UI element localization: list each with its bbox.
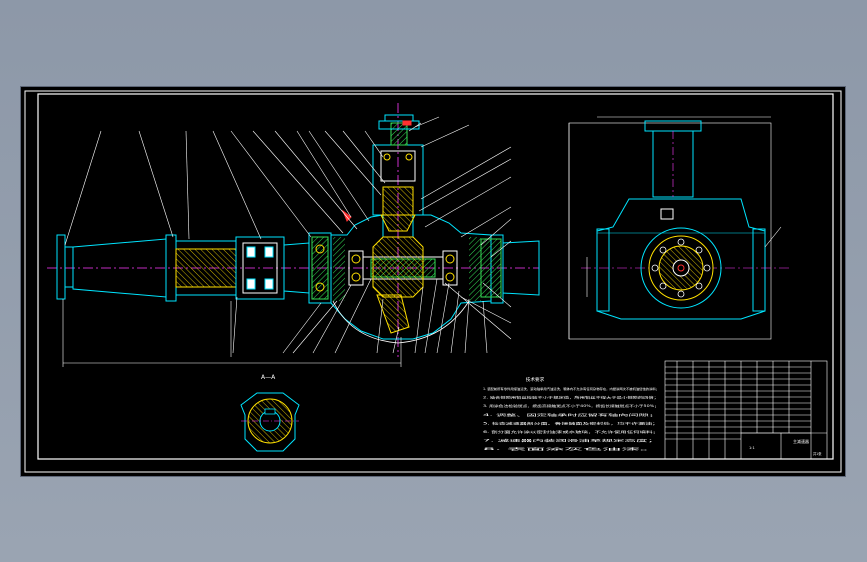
tech-req-line: 2. 啮合侧隙用铅丝检验不小于规定值，所用铅丝不得大于最小侧隙的四倍； (483, 395, 659, 400)
inner-frame (37, 93, 834, 460)
title-sheet: 共1张 (813, 451, 822, 456)
section-label: A—A (261, 374, 276, 381)
tech-req-line: 8. 表面涂灰色油漆。 (483, 446, 659, 451)
tech-req-line: 5. 检查减速器剖分面、各接触面及密封处，均不许漏油； (483, 420, 659, 425)
tech-req-line: 1. 装配前所有零件用煤油清洗，滚动轴承用汽油清洗，箱体内不允许有任何杂物存在，… (483, 386, 659, 391)
section-a-a-view: A—A (240, 374, 300, 452)
cad-drawing: A—A (24, 90, 842, 473)
tech-req-line: 4. 调整、固定轴承时应留有轴向间隙； (483, 412, 659, 417)
title-drawing-name: 主减速器 (793, 438, 809, 444)
title-scale: 1:1 (749, 446, 755, 450)
outer-frame (24, 90, 842, 473)
technical-requirements: 技术要求 1. 装配前所有零件用煤油清洗，滚动轴承用汽油清洗，箱体内不允许有任何… (483, 376, 659, 451)
leader-lines (64, 116, 512, 354)
drawing-sheet: A—A (21, 87, 845, 476)
side-view (568, 116, 791, 340)
tech-req-line: 7. 减速器内装润滑油至规定高度； (483, 438, 659, 443)
tech-req-line: 6. 剖分面允许涂以密封油漆或水玻璃，不允许使用任何填料； (483, 429, 659, 434)
tech-req-line: 3. 用涂色法检验斑点，按齿高接触斑点不小于40%，按齿长接触斑点不小于50%； (483, 403, 659, 408)
title-block: 主减速器 1:1 共1张 (664, 360, 828, 460)
main-section-view (47, 103, 540, 367)
tech-req-title: 技术要求 (526, 376, 545, 383)
